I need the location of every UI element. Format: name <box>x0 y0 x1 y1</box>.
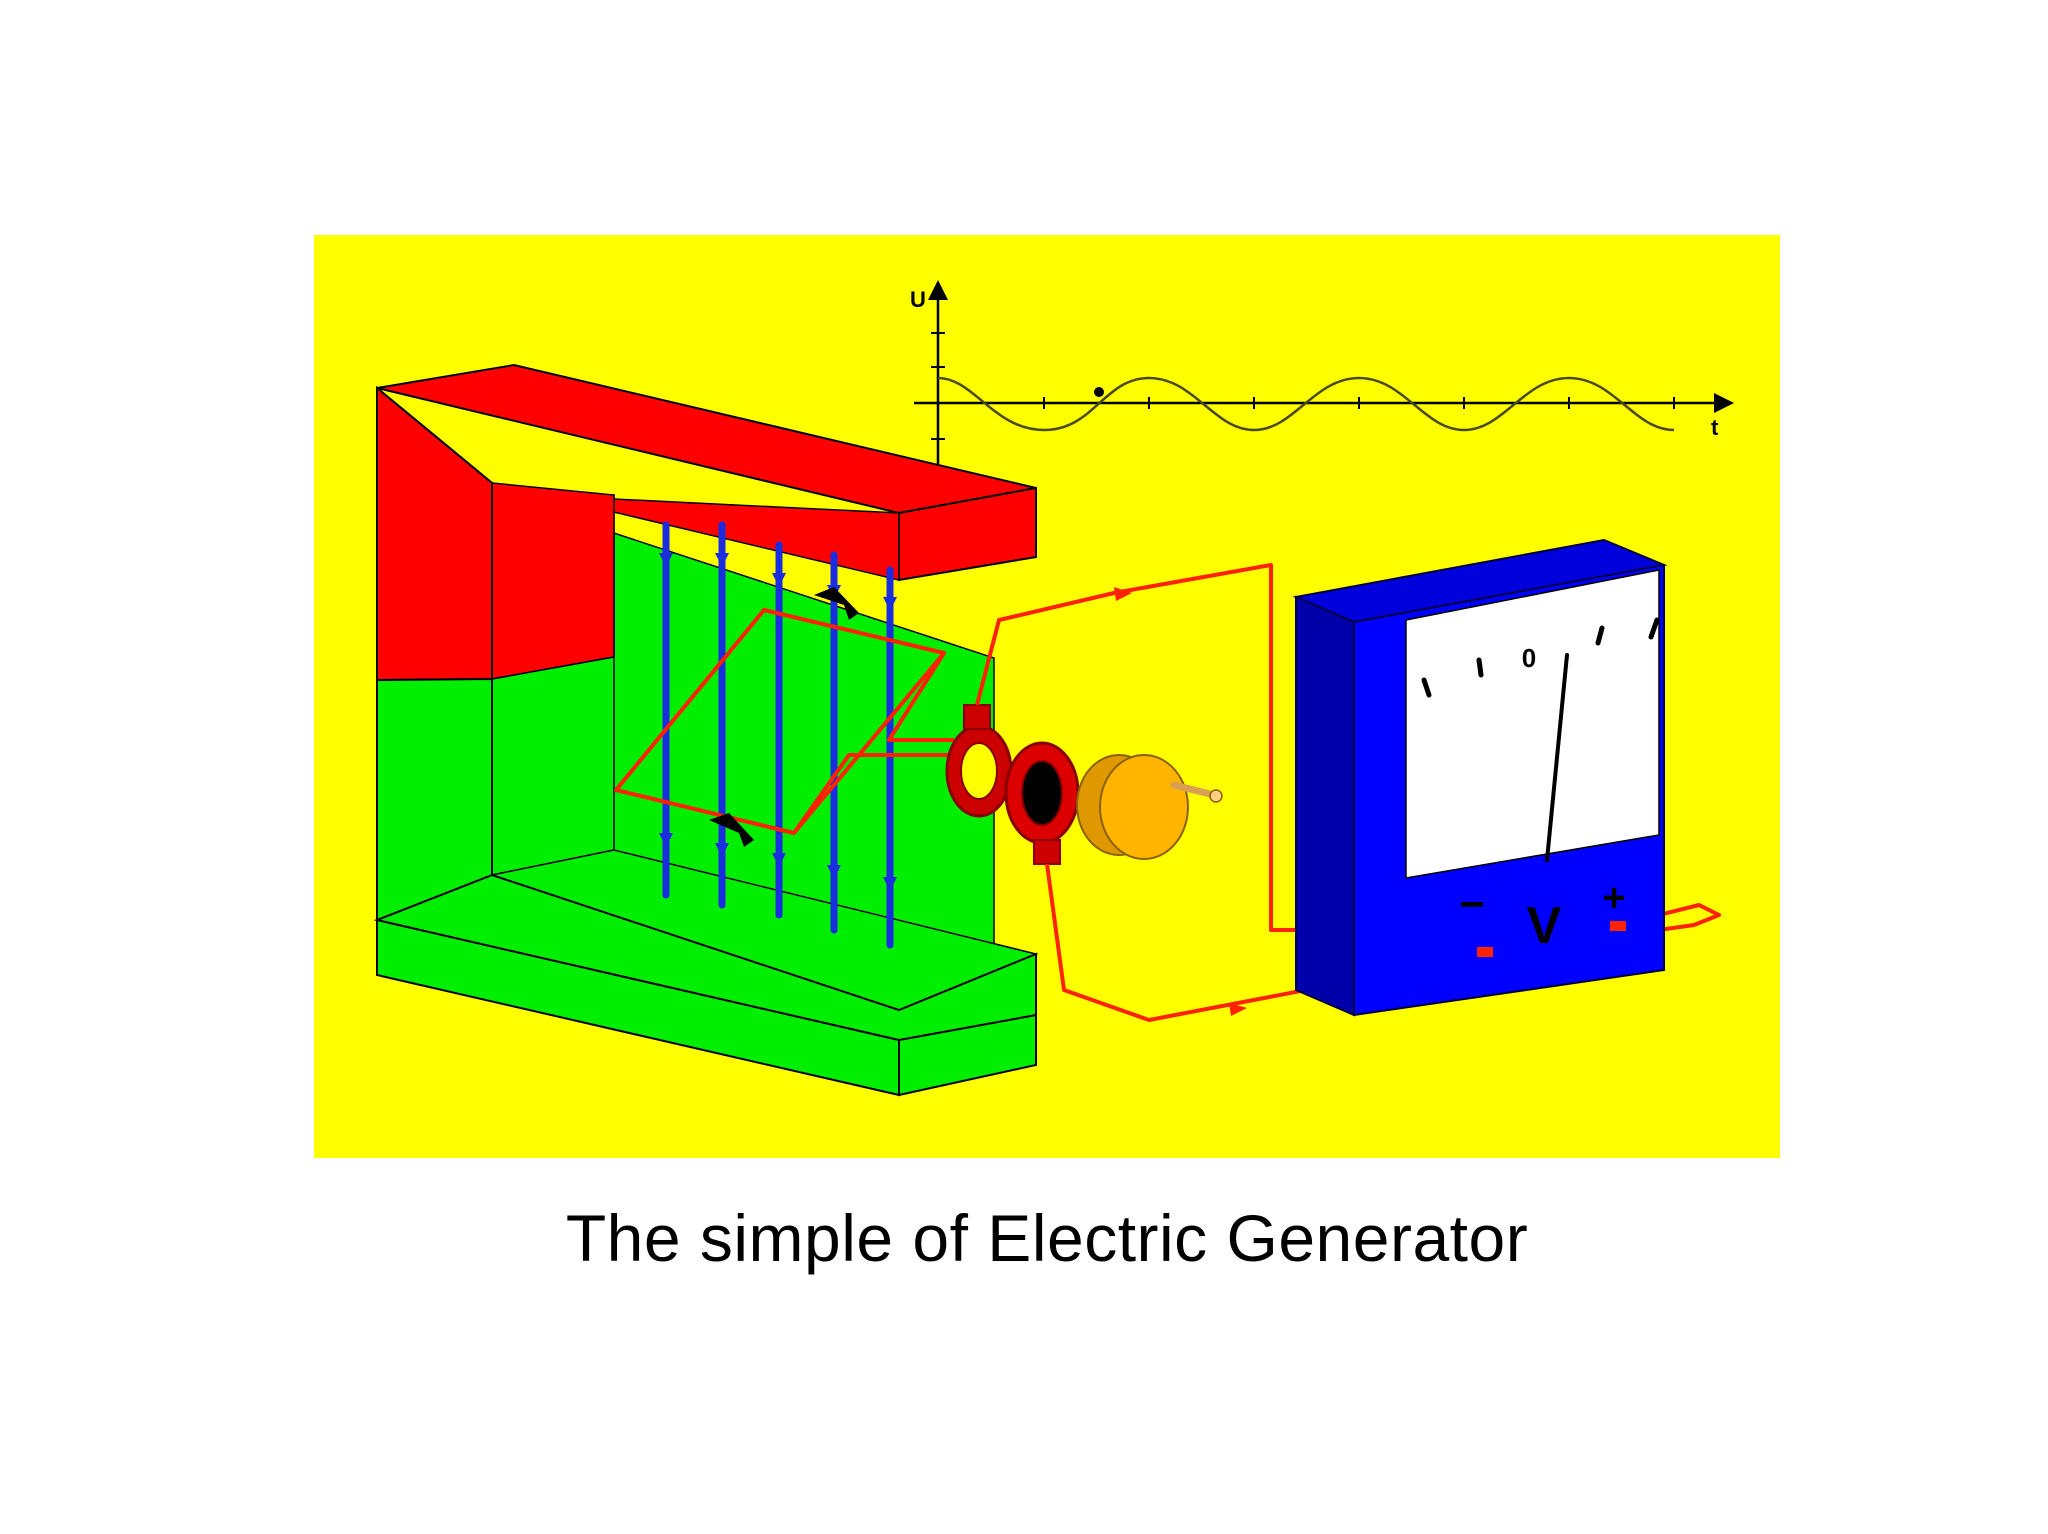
wire-top <box>975 563 1324 932</box>
field-arrow-down <box>659 553 673 567</box>
voltmeter-terminal-minus <box>1477 947 1493 957</box>
generator-illustration: U t <box>314 235 1780 1158</box>
voltmeter-face <box>1405 569 1660 879</box>
current-arrow <box>1114 587 1132 601</box>
rotation-arrows <box>709 587 859 847</box>
voltmeter-minus-label: − <box>1459 880 1485 929</box>
magnet-spine-front-north <box>376 385 493 682</box>
scale-mark <box>1648 617 1660 640</box>
scale-mark <box>1476 657 1484 678</box>
graph-x-ticks <box>1043 397 1675 409</box>
field-arrow-down <box>827 865 841 879</box>
rotation-arrow-top <box>814 587 859 620</box>
graph-current-point <box>1094 387 1104 397</box>
voltmeter-plus-label: + <box>1602 876 1625 920</box>
voltmeter-unit-label: V <box>1527 897 1562 955</box>
scale-mark <box>1595 625 1605 646</box>
magnet-spine-front-south <box>376 677 493 922</box>
field-arrow-down <box>772 573 786 587</box>
figure-caption: The simple of Electric Generator <box>565 1201 1529 1275</box>
voltmeter-body <box>1295 595 1355 1017</box>
scale-mark <box>1421 677 1432 698</box>
voltmeter-icon: 0 − V + <box>1292 538 1668 1017</box>
generator-diagram: U t <box>373 280 1734 1097</box>
rotating-coil-icon <box>614 608 954 835</box>
field-arrow-down <box>715 843 729 857</box>
crank-wheel-front <box>1099 754 1189 860</box>
crank-handle-icon <box>1076 754 1223 860</box>
graph-x-label: t <box>1711 415 1719 440</box>
magnet-south-side-block <box>491 656 615 876</box>
crank-handle <box>1170 781 1218 799</box>
field-arrow-down <box>659 833 673 847</box>
current-arrows <box>1114 587 1247 1016</box>
voltmeter-needle <box>1545 653 1569 862</box>
graph-y-label: U <box>910 287 926 312</box>
slip-rings-icon <box>945 704 1080 865</box>
brush-top <box>963 704 991 730</box>
voltmeter-zero-label: 0 <box>1522 643 1536 673</box>
current-arrow <box>1229 1003 1247 1016</box>
coil-lead-lower <box>792 753 954 835</box>
voltage-time-graph: U t <box>910 280 1734 520</box>
magnet-north-side-block <box>491 482 615 680</box>
brush-bottom <box>1033 839 1061 865</box>
sine-wave <box>937 376 1675 432</box>
field-arrow-down <box>715 553 729 567</box>
field-arrow-down <box>883 877 897 891</box>
wire-right-terminal <box>1618 903 1721 937</box>
voltmeter-terminal-plus <box>1610 921 1626 931</box>
field-arrow-down <box>883 597 897 611</box>
field-arrow-down <box>772 853 786 867</box>
rotation-arrow-bottom <box>709 813 754 847</box>
voltmeter-scale <box>1421 617 1660 698</box>
horseshoe-magnet-icon <box>373 363 1039 1097</box>
